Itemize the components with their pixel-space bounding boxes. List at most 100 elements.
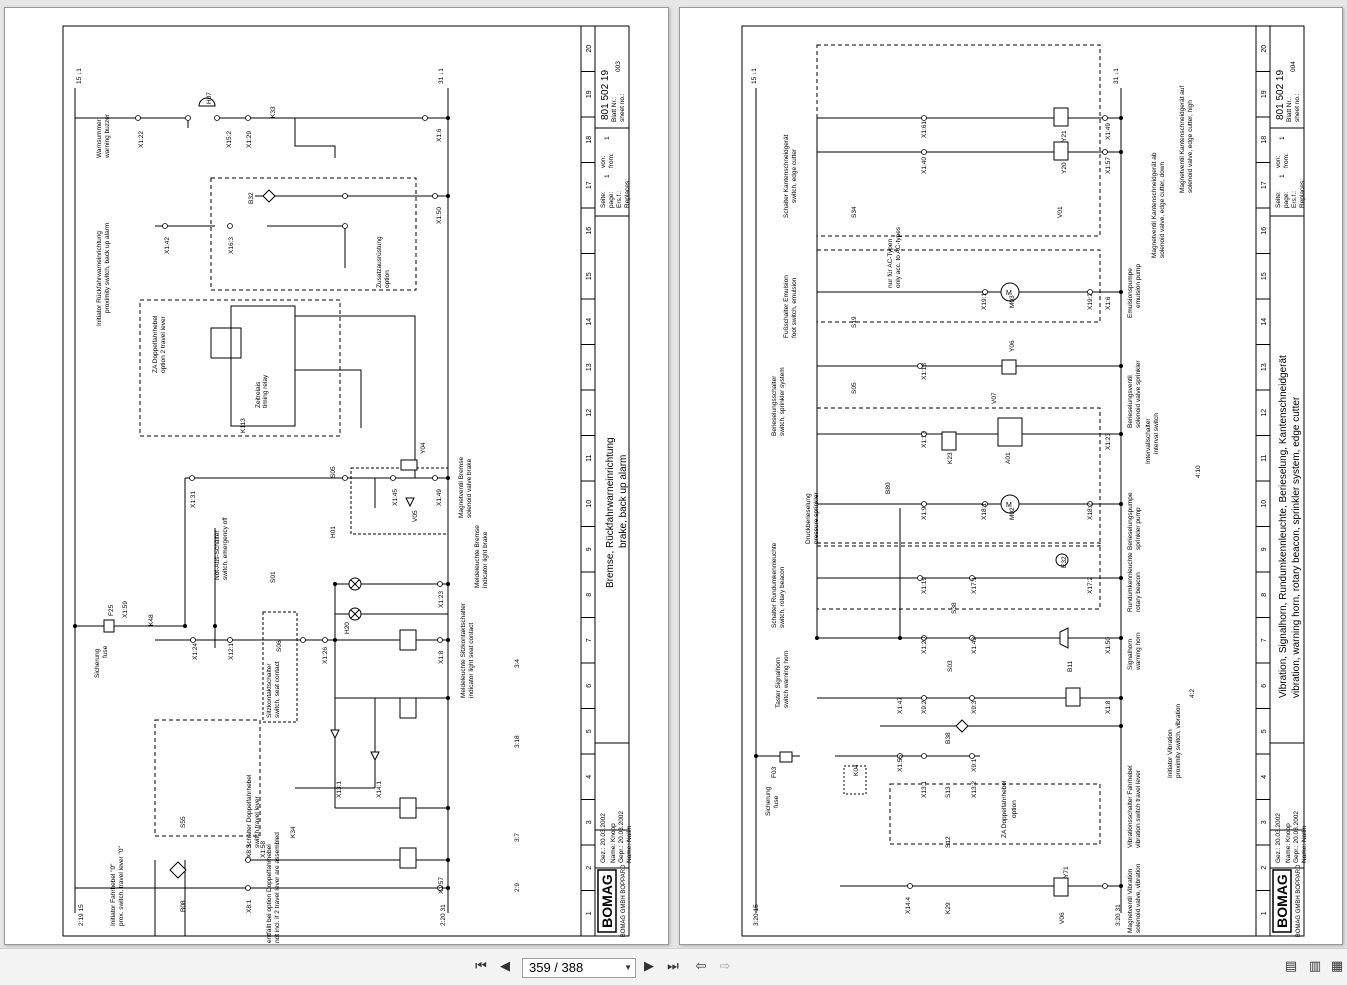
label-fussschalter-emulsion: Fußschalter Emulsion xyxy=(783,275,790,338)
replaces-label-de: Ers.f.: xyxy=(1291,191,1298,208)
checked-date: Gepr.: 20.03.2002 xyxy=(618,811,625,863)
diode-v04-symbol xyxy=(370,751,380,762)
page-label-en: page: xyxy=(608,192,615,208)
component-s05: S05 xyxy=(330,466,337,478)
relay-k04-symbol xyxy=(399,629,417,651)
two-page-view-icon[interactable]: ▦ xyxy=(1330,958,1344,974)
label-magnetventil-bremse: Magnetventil Bremse xyxy=(458,457,465,518)
drawn-name: Name: Knoop xyxy=(1285,823,1292,863)
terminal-x1-23: X1:23 xyxy=(1105,433,1112,450)
rail-reference: 2:20 31 xyxy=(440,904,447,926)
terminal-x1-6: X1:6 xyxy=(436,128,443,142)
sheet-frame xyxy=(62,25,630,937)
label-prox-travel-lever: prox. switch, travel lever "0" xyxy=(118,846,125,926)
chevron-down-icon: ▼ xyxy=(624,963,632,972)
label-switch-seat: switch, seat contact xyxy=(274,661,281,718)
component-h20: H20 xyxy=(344,622,351,634)
component-s38: S38 xyxy=(951,602,958,614)
rail-reference: 2:19 15 xyxy=(78,904,85,926)
column-number: 5 xyxy=(586,729,593,733)
terminal-x1-49: X1:49 xyxy=(436,489,443,506)
single-page-view-icon[interactable]: ▤ xyxy=(1284,958,1298,974)
column-number: 12 xyxy=(586,409,593,417)
terminal-x1-6: X1:6 xyxy=(1105,296,1112,310)
component-s19: S19 xyxy=(851,316,858,328)
terminal-x1-26: X1:26 xyxy=(322,647,329,664)
viewer-toolbar: ⏮ ◀ 359 / 388 ▼ ▶ ⏭ ⇦ ⇨ ▤ ▥ ▦ xyxy=(0,948,1347,985)
ref-4-2: 4:2 xyxy=(1189,689,1196,698)
label-sicherung: Sicherung xyxy=(765,786,772,816)
column-number: 7 xyxy=(586,638,593,642)
terminal-x1-57: X1:57 xyxy=(438,877,445,894)
label-sprinkler-pump: sprinkler pump xyxy=(1135,507,1142,550)
label-prox-vibration: proximity switch, vibration xyxy=(1175,704,1182,778)
component-b11: B11 xyxy=(1067,661,1074,672)
terminal-x13-1: X13:1 xyxy=(336,781,343,798)
relay-k09-symbol xyxy=(399,847,417,869)
component-s12: S12 xyxy=(945,836,952,848)
terminal-x14-1: X14:1 xyxy=(376,781,383,798)
from-label-de: von: xyxy=(1275,156,1282,168)
interval-module-a01-symbol xyxy=(997,417,1023,447)
label-warnsummer: Warnsummer xyxy=(96,118,103,158)
page-value: 1 xyxy=(1279,174,1286,178)
drawn-date: Gez.: 20.03.2002 xyxy=(1275,813,1282,863)
company-name: BOMAG GMBH BOPPARD xyxy=(1296,864,1302,937)
terminal-x1-57: X1:57 xyxy=(1105,157,1112,174)
label-switch-rotary: switch, rotary beacon xyxy=(779,566,786,628)
terminal-x18-1: X18:1 xyxy=(981,503,988,520)
page-number-select[interactable]: 359 / 388 ▼ xyxy=(522,958,636,978)
label-vibration-switch: vibration switch travel lever xyxy=(1135,769,1142,848)
logo-text: BOMAG xyxy=(1274,874,1290,928)
next-page-button[interactable]: ▶ xyxy=(644,958,654,974)
label-indicator-light-brake: indicator light brake xyxy=(482,531,489,588)
label-option-2-travel-lever: option 2 travel lever xyxy=(160,315,167,373)
component-v06: V06 xyxy=(1059,912,1066,924)
sheet-no-label-en: sheet no.: xyxy=(619,93,626,122)
component-k04: K04 xyxy=(853,764,860,776)
valve-y71-symbol xyxy=(1053,877,1069,897)
component-s55: S55 xyxy=(180,816,187,828)
column-number: 15 xyxy=(586,272,593,280)
last-page-button[interactable]: ⏭ xyxy=(667,958,679,974)
column-number: 20 xyxy=(586,45,593,53)
from-value: 1 xyxy=(604,136,611,140)
terminal-x1-47: X1:47 xyxy=(897,697,904,714)
terminal-x18-2: X18:2 xyxy=(1087,503,1094,520)
component-h01: H01 xyxy=(330,526,337,538)
label-mv-vibration: Magnetventil Vibration xyxy=(1127,868,1134,933)
component-h07: H07 xyxy=(206,92,213,104)
terminal-x16-3: X16:3 xyxy=(228,237,235,254)
column-number: 18 xyxy=(1261,136,1268,144)
previous-page-button[interactable]: ◀ xyxy=(500,958,510,974)
label-foot-switch: foot switch, emulsion xyxy=(791,277,798,338)
terminal-x19-1: X19:1 xyxy=(981,293,988,310)
ref-2-9: 2:9 xyxy=(514,883,521,892)
column-number: 16 xyxy=(1261,227,1268,235)
label-meldeleuchte-sitz: Meldeleuchte Sitzkontaktschalter xyxy=(460,602,467,698)
terminal-x1-19: X1:19 xyxy=(921,577,928,594)
component-y21: Y21 xyxy=(1061,130,1068,142)
label-switch-sprinkler: switch, sprinkler system xyxy=(779,367,786,436)
sheet-title-en: vibration, warning horn, rotary beacon, … xyxy=(1291,396,1302,698)
first-page-button[interactable]: ⏮ xyxy=(475,958,487,974)
valve-y04-symbol xyxy=(400,459,418,471)
go-forward-view-icon[interactable]: ⇨ xyxy=(719,958,731,974)
go-back-view-icon[interactable]: ⇦ xyxy=(695,958,707,974)
column-number: 10 xyxy=(586,500,593,508)
column-number: 5 xyxy=(1261,729,1268,733)
terminal-x1-29: X1:29 xyxy=(246,131,253,148)
column-number: 4 xyxy=(586,775,593,779)
column-number: 3 xyxy=(1261,820,1268,824)
component-k48: K48 xyxy=(148,614,155,626)
checked-date: Gepr.: 20.03.2002 xyxy=(1293,811,1300,863)
drawing-code: 801 502 19 xyxy=(600,70,611,120)
relay-k23-symbol xyxy=(941,431,957,451)
from-label-en: from: xyxy=(1283,153,1290,168)
column-number: 11 xyxy=(1261,455,1268,462)
terminal-x1-40: X1:40 xyxy=(921,157,928,174)
continuous-view-icon[interactable]: ▥ xyxy=(1308,958,1322,974)
